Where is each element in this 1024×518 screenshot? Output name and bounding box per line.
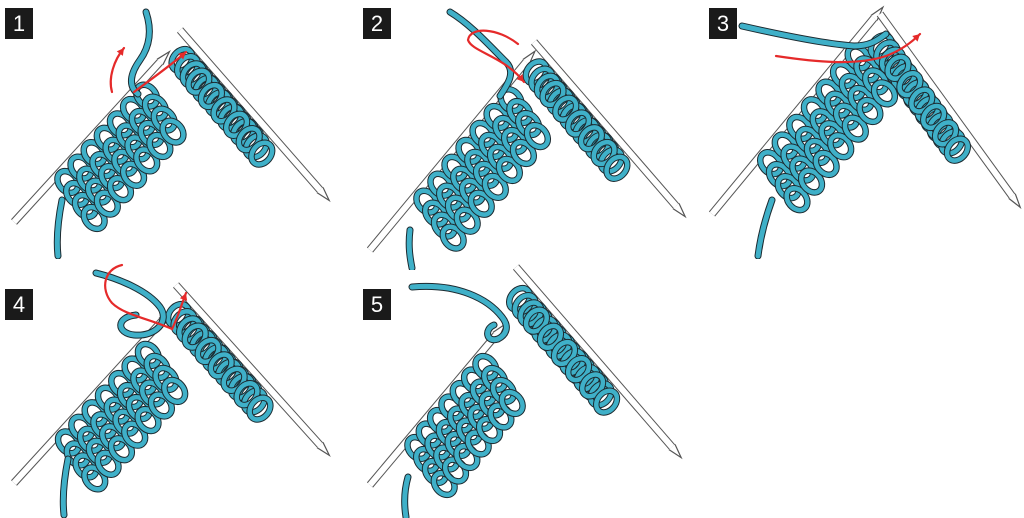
step-4-illustration [0,259,340,518]
step-1-panel: 1 [0,0,340,259]
working-yarn [450,12,511,96]
knitted-fabric [54,300,275,493]
working-yarn [412,286,506,339]
step-1-illustration [0,0,340,259]
step-3-panel: 3 [706,0,1024,259]
step-2-panel: 2 [358,0,698,270]
step-2-illustration [358,0,698,270]
step-5-panel: 5 [358,259,698,518]
step-4-panel: 4 [0,259,340,518]
step-3-illustration [706,0,1024,259]
knitted-fabric [403,284,621,499]
step-5-illustration [358,259,698,518]
